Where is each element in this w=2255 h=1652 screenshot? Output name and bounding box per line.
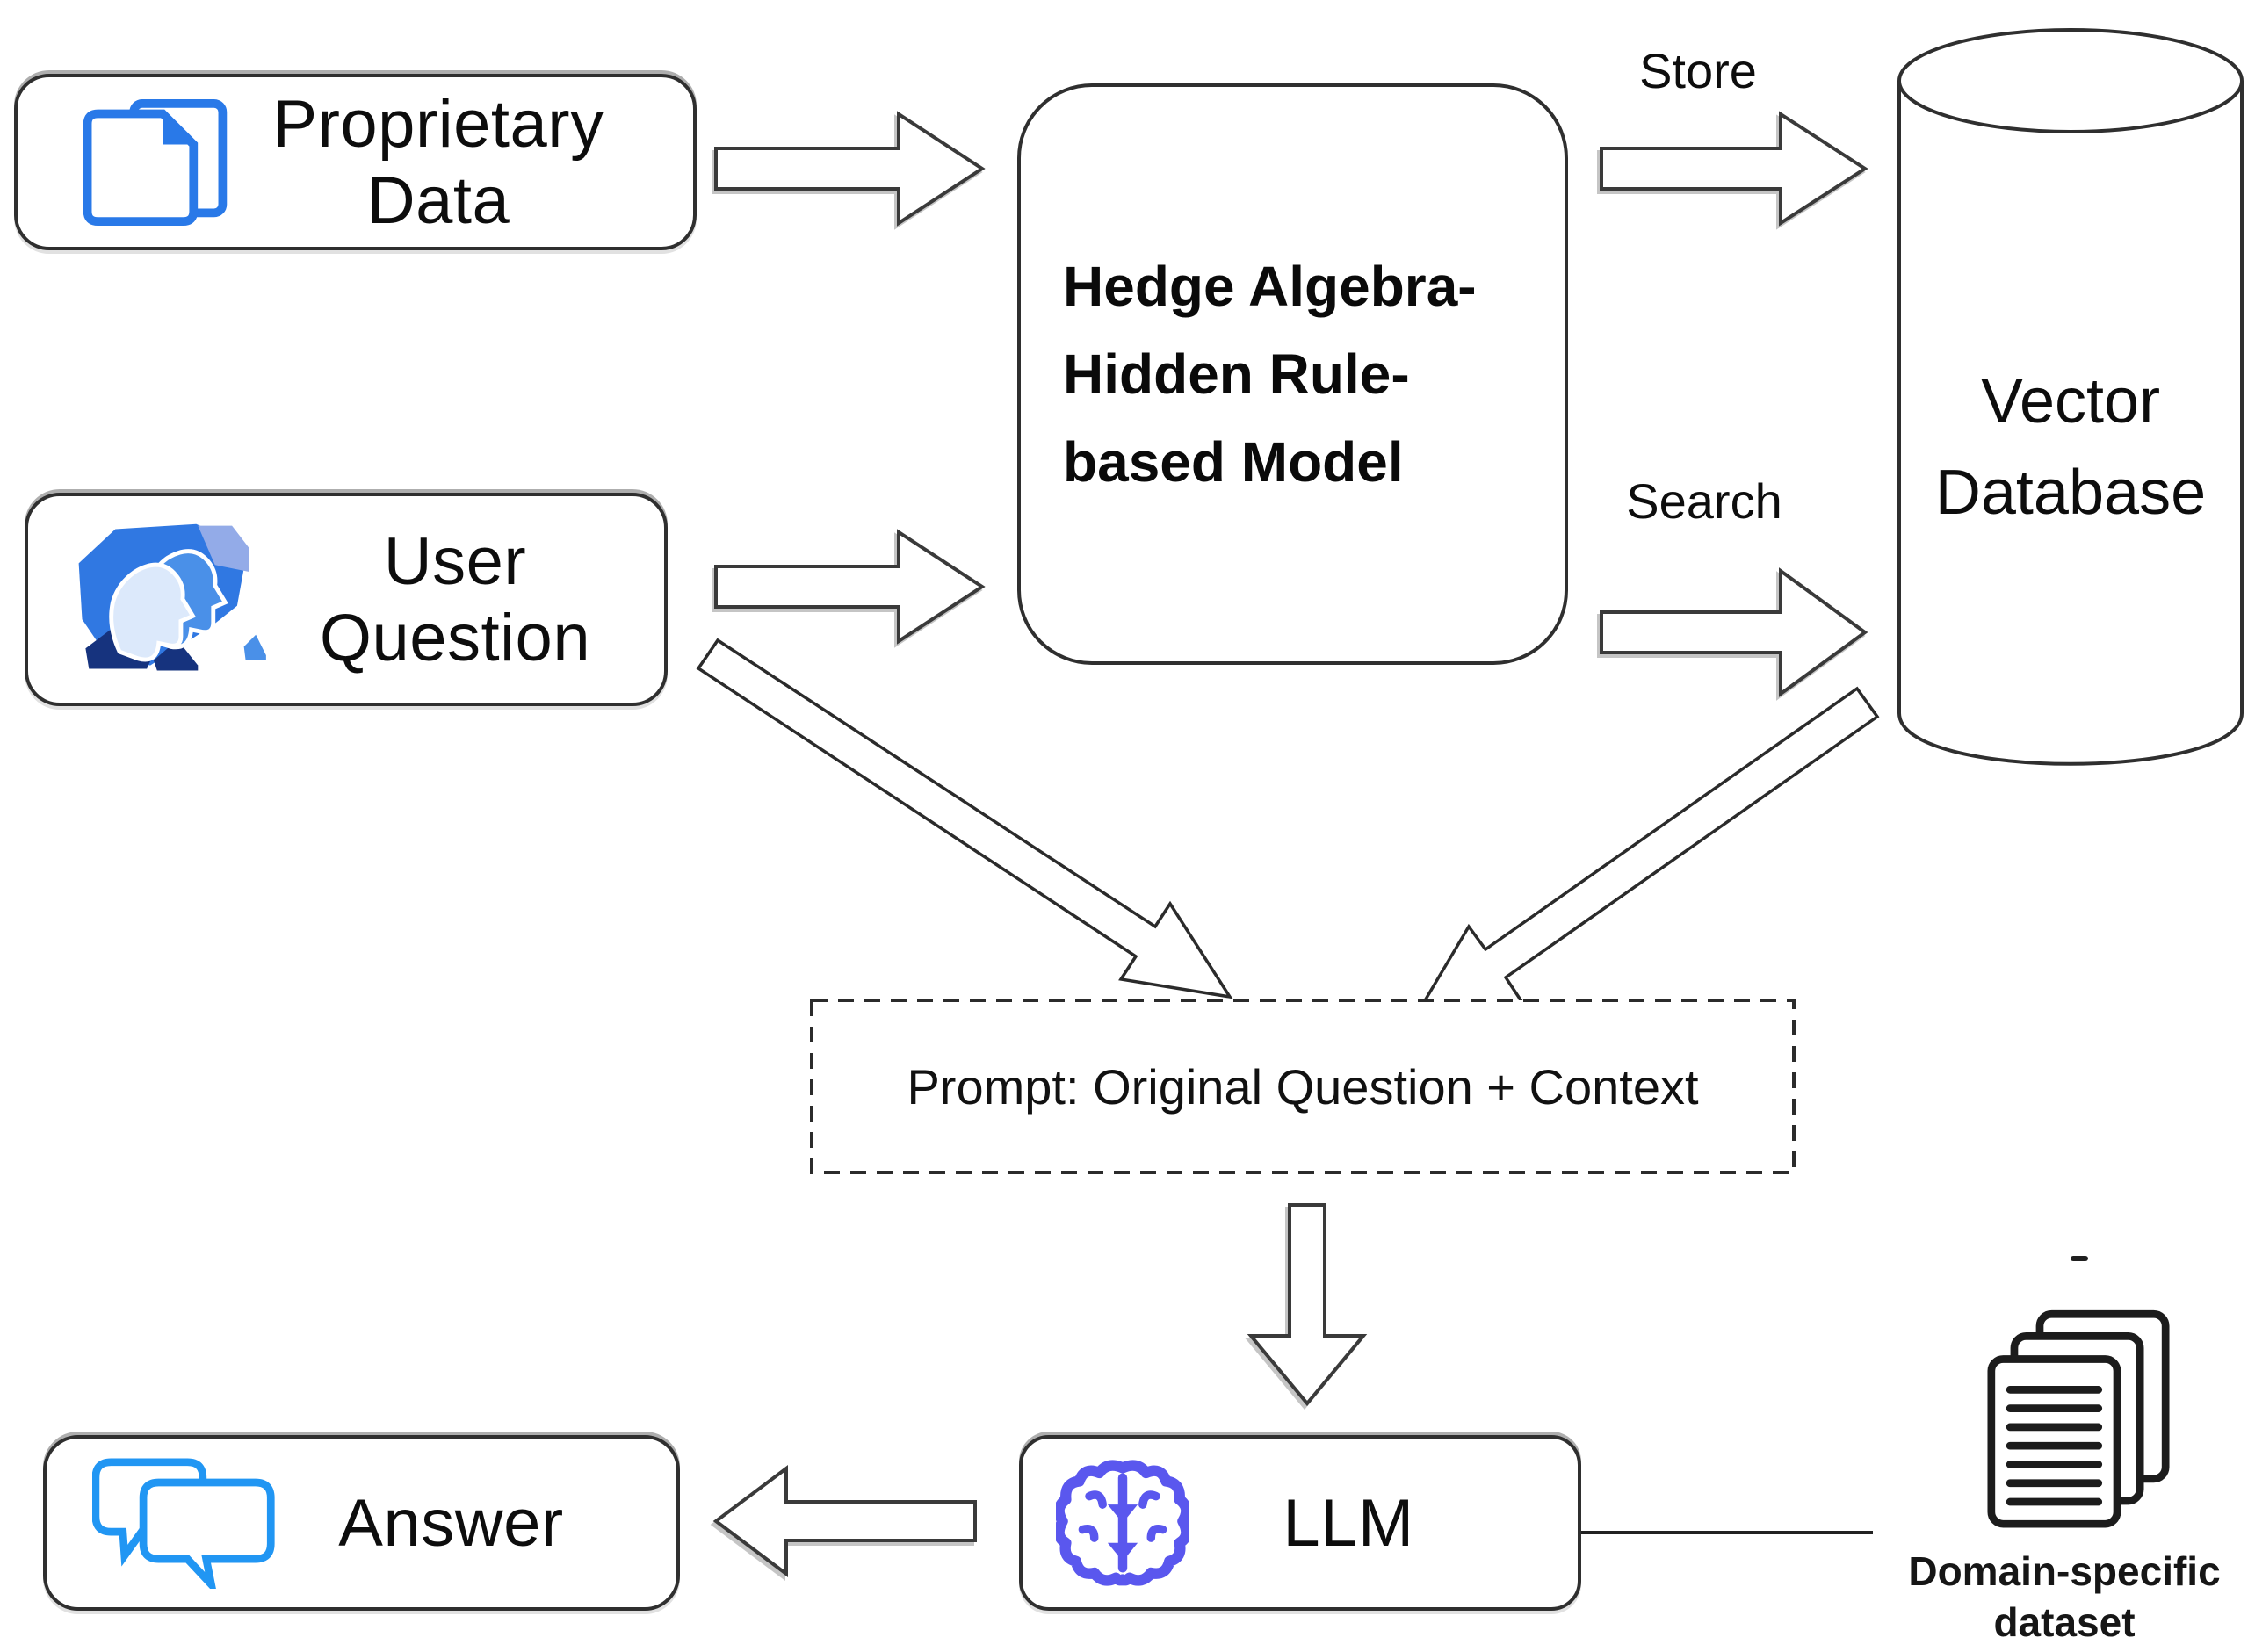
- arrow-database-to-prompt: [1409, 686, 1880, 1024]
- dataset-label-line2: dataset: [1993, 1599, 2136, 1645]
- proprietary-data-label: Proprietary Data: [272, 86, 604, 238]
- search-label: Search: [1626, 473, 1782, 529]
- answer-label: Answer: [338, 1485, 564, 1561]
- prompt-box-border: [810, 999, 1796, 1174]
- arrow-search: [1600, 567, 1868, 697]
- arrow-llm-to-answer: [712, 1465, 977, 1577]
- model-label-line1: Hedge Algebra-: [1063, 255, 1477, 318]
- vector-database-label-line1: Vector: [1980, 366, 2161, 436]
- arrow-prompt-to-llm: [1247, 1203, 1368, 1407]
- brain-icon: [1056, 1460, 1189, 1586]
- llm-label: LLM: [1283, 1485, 1414, 1561]
- arrow-proprietary-to-model: [714, 111, 986, 227]
- model-label-line2: Hidden Rule-: [1063, 343, 1410, 406]
- documents-icon: [83, 98, 228, 226]
- node-user-question: User Question: [25, 493, 668, 706]
- arrow-question-to-model: [714, 529, 986, 645]
- user-question-label: User Question: [319, 523, 591, 675]
- dataset-label-line1: Domain-specific: [1908, 1548, 2221, 1594]
- node-model: Hedge Algebra- Hidden Rule- based Model: [1017, 83, 1568, 665]
- dataset-label: Domain-specific dataset: [1871, 1546, 2255, 1648]
- vector-database-label-line2: Database: [1934, 458, 2207, 528]
- prompt-label-text: Prompt: Original Question + Context: [907, 1058, 1699, 1115]
- users-icon: [78, 523, 266, 670]
- node-prompt: Prompt: Original Question + Context: [812, 1000, 1794, 1172]
- vector-database-cylinder: [1897, 28, 2244, 766]
- chat-bubbles-icon: [92, 1458, 275, 1589]
- arrow-question-to-prompt: [696, 638, 1233, 999]
- node-answer: Answer: [43, 1435, 680, 1611]
- node-llm: LLM: [1019, 1435, 1581, 1611]
- store-label: Store: [1639, 43, 1757, 98]
- model-label-line3: based Model: [1063, 430, 1404, 494]
- arrow-store: [1600, 111, 1868, 227]
- document-stack-icon: [1987, 1309, 2170, 1528]
- node-proprietary-data: Proprietary Data: [14, 74, 697, 250]
- vector-database-label: Vector Database: [1899, 356, 2242, 538]
- stray-dash-mark: [2071, 1256, 2088, 1261]
